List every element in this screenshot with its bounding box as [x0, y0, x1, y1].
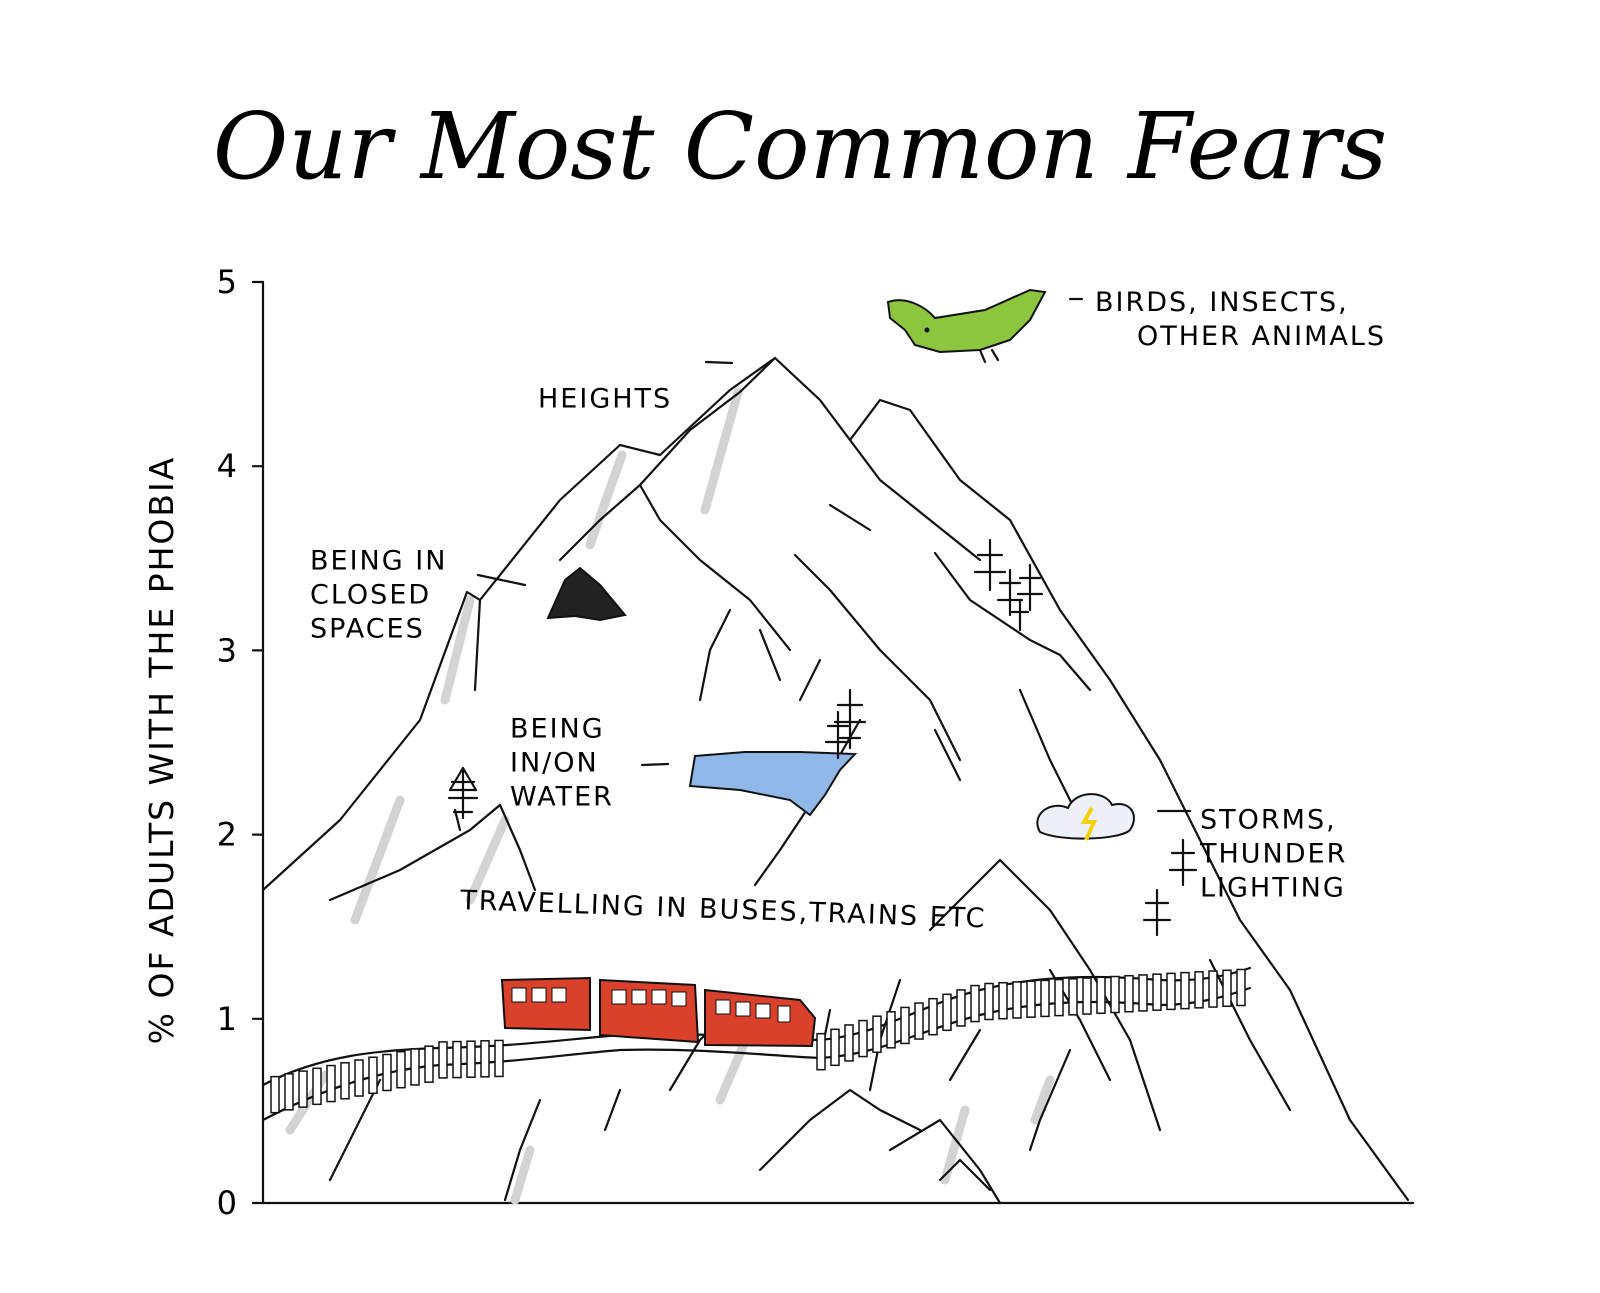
rail-sleeper	[816, 1032, 826, 1071]
rail-sleeper	[1236, 968, 1246, 1007]
rail-sleeper	[480, 1040, 490, 1078]
train-car-3	[704, 988, 817, 1048]
rail-sleeper	[1096, 976, 1106, 1015]
rail-sleeper	[340, 1062, 350, 1100]
y-axis-label: % OF ADULTS WITH THE PHOBIA	[142, 456, 181, 1045]
storm-cloud-drawing	[1036, 793, 1135, 841]
rail-sleeper	[984, 982, 994, 1021]
rail-sleeper	[1152, 973, 1162, 1011]
y-tick-label: 0	[217, 1184, 237, 1222]
chart-title: Our Most Common Fears	[213, 93, 1387, 200]
rail-sleeper	[368, 1056, 378, 1094]
rail-sleeper	[284, 1073, 294, 1111]
rail-sleeper	[1082, 977, 1092, 1015]
rail-sleeper	[1208, 970, 1218, 1008]
rail-sleeper	[466, 1040, 476, 1078]
rail-sleeper	[900, 1006, 910, 1045]
train-car-2	[599, 978, 700, 1044]
rail-sleeper	[270, 1075, 280, 1114]
rail-sleeper	[914, 1002, 924, 1040]
rail-sleeper	[396, 1050, 406, 1089]
rail-sleeper	[1124, 974, 1134, 1013]
y-tick-label: 2	[217, 816, 237, 854]
rail-sleeper	[1068, 978, 1078, 1016]
rail-sleeper	[410, 1048, 420, 1086]
rail-sleeper	[872, 1015, 882, 1053]
rail-sleeper	[1026, 980, 1036, 1018]
rail-sleeper	[1194, 971, 1204, 1009]
rail-sleeper	[844, 1024, 854, 1062]
rail-sleeper	[1180, 971, 1190, 1010]
bird-drawing	[886, 288, 1047, 364]
mountain-illustration	[261, 356, 1410, 1205]
fear-labels: BIRDS, INSECTS,OTHER ANIMALS HEIGHTS BEING…	[310, 287, 1386, 935]
rail-sleeper	[928, 997, 938, 1036]
rail-sleeper	[1222, 969, 1232, 1008]
axes: 0 1 2 3 4 5	[217, 263, 1415, 1222]
lake-drawing	[688, 751, 858, 817]
railway-drawing	[261, 966, 1252, 1122]
rail-sleeper	[858, 1019, 868, 1058]
rail-sleeper	[1054, 978, 1064, 1017]
leader-lines	[476, 297, 1192, 813]
y-tick-label: 3	[217, 631, 237, 669]
rail-sleeper	[1012, 981, 1022, 1019]
rail-sleeper	[1110, 975, 1120, 1014]
cave-drawing	[546, 566, 627, 622]
train-drawing	[500, 976, 817, 1048]
rail-sleeper	[326, 1064, 336, 1103]
rail-sleeper	[942, 993, 952, 1032]
rail-sleeper	[382, 1053, 392, 1092]
rail-sleeper	[312, 1067, 322, 1106]
rail-sleeper	[998, 981, 1008, 1020]
y-tick-label: 5	[217, 263, 237, 301]
rail-sleeper	[452, 1040, 462, 1079]
rail-sleeper	[424, 1045, 434, 1083]
rail-sleeper	[1040, 979, 1050, 1018]
y-tick-label: 4	[217, 447, 237, 485]
label-heights: HEIGHTS	[538, 384, 672, 415]
rail-sleeper	[970, 984, 980, 1023]
rail-sleeper	[494, 1039, 504, 1078]
label-birds-insects-animals: BIRDS, INSECTS,OTHER ANIMALS	[1095, 287, 1386, 352]
rail-sleeper	[830, 1028, 840, 1067]
y-tick-label: 1	[217, 1000, 237, 1038]
rail-sleeper	[438, 1041, 448, 1079]
label-travelling: TRAVELLING IN BUSES,TRAINS ETC	[459, 885, 987, 934]
train-car-1	[500, 976, 591, 1032]
rail-sleeper	[1166, 972, 1176, 1011]
rail-sleeper	[886, 1011, 896, 1049]
rail-sleeper	[1138, 974, 1148, 1012]
trees	[447, 538, 1198, 937]
rail-sleeper	[298, 1070, 308, 1108]
rail-sleeper	[956, 989, 966, 1027]
rail-sleeper	[354, 1059, 364, 1097]
